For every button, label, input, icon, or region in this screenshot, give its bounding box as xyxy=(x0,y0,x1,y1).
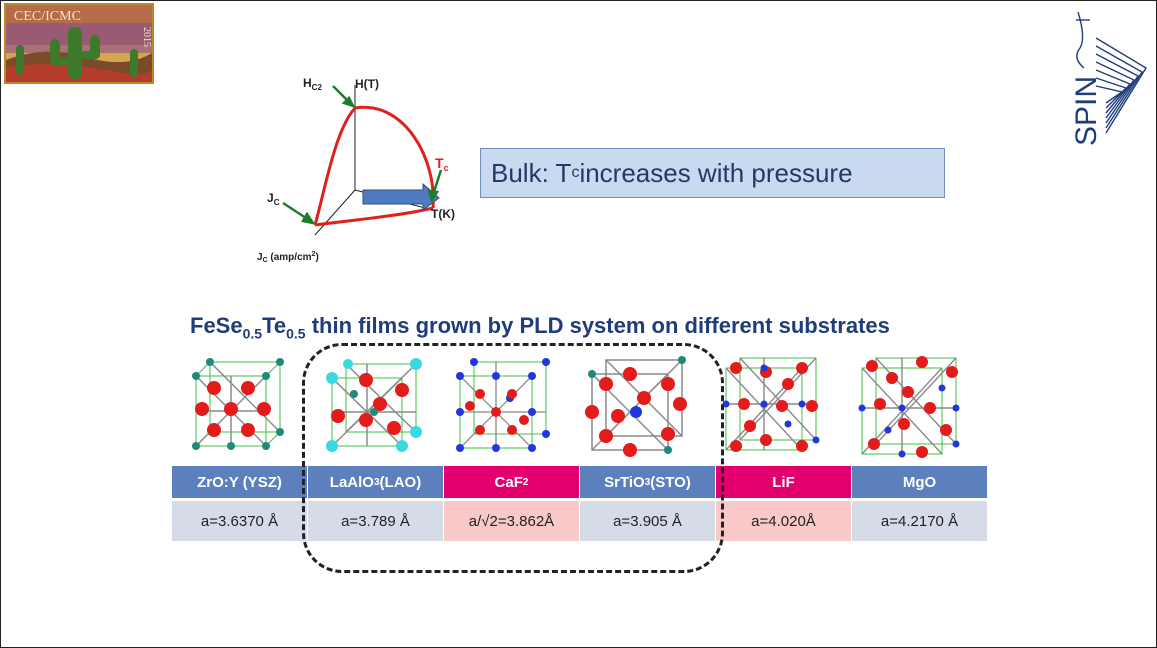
jc-t-curve xyxy=(314,206,434,227)
title-part1: FeSe xyxy=(190,313,243,338)
logo-year: 2015 xyxy=(141,27,152,47)
jc-h-curve xyxy=(313,106,357,226)
h-axis-label: H(T) xyxy=(355,77,379,91)
highlight-dashed-box xyxy=(302,343,724,573)
spin-logo: SPIN xyxy=(1066,8,1150,153)
title-part2: Te xyxy=(262,313,287,338)
substrate-name-mgo: MgO xyxy=(852,466,988,498)
crystal-ysz xyxy=(184,354,294,466)
crystal-lif xyxy=(722,354,832,466)
phase-diagram: HC2 H(T) Tc T(K) JC JC (amp/cm2) xyxy=(255,70,470,270)
crystal-mgo xyxy=(858,354,968,466)
bulk-sub: c xyxy=(571,164,580,181)
tc-label: Tc xyxy=(435,155,449,173)
substrate-name-lif: LiF xyxy=(716,466,852,498)
spin-text: SPIN xyxy=(1070,76,1103,146)
substrate-name-ysz: ZrO:Y (YSZ) xyxy=(172,466,308,498)
substrate-lattice-row: a=3.6370 Å a=3.789 Å a/√2=3.862Å a=3.905… xyxy=(172,501,988,541)
films-title: FeSe0.5Te0.5 thin films grown by PLD sys… xyxy=(190,313,990,341)
j-axis-line xyxy=(314,189,356,236)
title-sub2: 0.5 xyxy=(286,325,306,342)
crystal-lao xyxy=(318,354,428,466)
t-axis-label: T(K) xyxy=(431,207,455,221)
title-part3: thin films grown by PLD system on differ… xyxy=(305,313,890,338)
lattice-caf2: a/√2=3.862Å xyxy=(444,501,580,541)
crystal-caf2 xyxy=(446,354,556,466)
lattice-mgo: a=4.2170 Å xyxy=(852,501,988,541)
cec-icmc-logo: CEC/ICMC 2015 xyxy=(4,3,154,84)
bulk-suffix: increases with pressure xyxy=(579,157,853,188)
jc-label: JC xyxy=(267,191,280,207)
lattice-lif: a=4.020Å xyxy=(716,501,852,541)
lattice-ysz: a=3.6370 Å xyxy=(172,501,308,541)
crystal-sto xyxy=(580,354,690,466)
bulk-prefix: Bulk: T xyxy=(491,157,572,188)
logo-text: CEC/ICMC xyxy=(14,9,81,24)
hc2-label: HC2 xyxy=(303,76,322,92)
jc-axis-label: JC (amp/cm2) xyxy=(257,251,319,264)
title-sub1: 0.5 xyxy=(242,325,263,342)
pressure-arrow xyxy=(362,182,440,211)
